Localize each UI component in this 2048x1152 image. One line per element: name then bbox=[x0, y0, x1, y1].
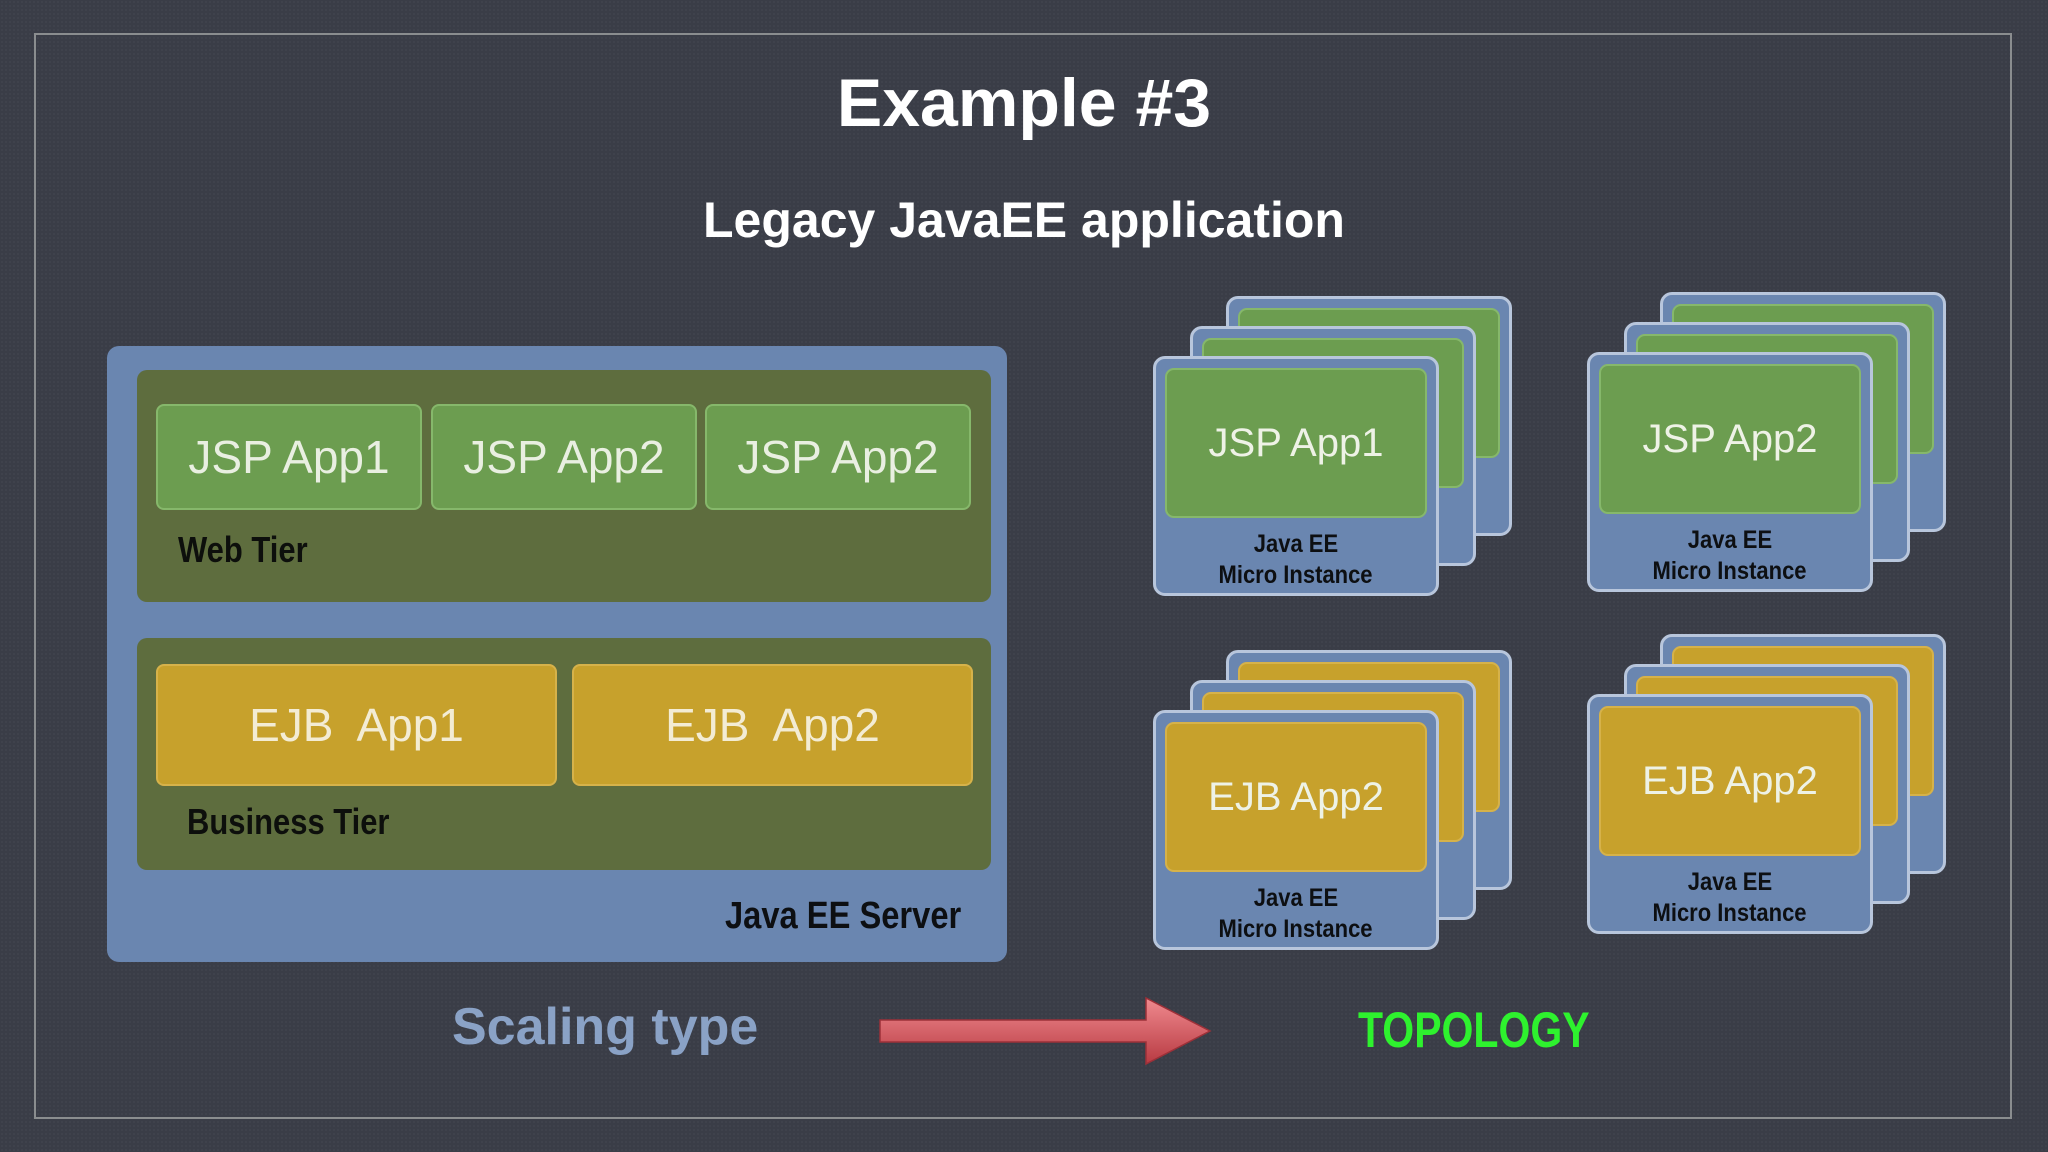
instance-type-line1: Java EE bbox=[1687, 868, 1773, 896]
instance-card-front: EJB App2 Java EE Micro Instance bbox=[1153, 710, 1439, 950]
web-app-3: JSP App2 bbox=[705, 404, 971, 510]
instance-type-label: Java EE Micro Instance bbox=[1156, 883, 1436, 945]
instance-app-box: EJB App2 bbox=[1599, 706, 1861, 856]
java-ee-server-label: Java EE Server bbox=[725, 895, 962, 937]
slide-frame bbox=[34, 33, 2012, 1119]
instance-app-label: JSP App1 bbox=[1208, 420, 1384, 465]
instance-app-box: EJB App2 bbox=[1165, 722, 1427, 872]
instance-type-line1: Java EE bbox=[1687, 526, 1773, 554]
instance-card-front: JSP App1 Java EE Micro Instance bbox=[1153, 356, 1439, 596]
instance-card-front: EJB App2 Java EE Micro Instance bbox=[1587, 694, 1873, 934]
scaling-type-label: Scaling type bbox=[452, 998, 759, 1056]
business-tier-label: Business Tier bbox=[187, 801, 390, 842]
instance-app-box: JSP App1 bbox=[1165, 368, 1427, 518]
instance-type-line1: Java EE bbox=[1253, 884, 1339, 912]
instance-app-label: EJB App2 bbox=[1642, 758, 1818, 803]
web-tier-label: Web Tier bbox=[178, 529, 308, 570]
slide-title: Example #3 bbox=[836, 65, 1212, 141]
web-app-2: JSP App2 bbox=[431, 404, 697, 510]
instance-type-line1: Java EE bbox=[1253, 530, 1339, 558]
topology-label: TOPOLOGY bbox=[1358, 1002, 1590, 1058]
instance-app-label: JSP App2 bbox=[1642, 416, 1818, 461]
instance-type-line2: Micro Instance bbox=[1652, 557, 1808, 585]
instance-type-label: Java EE Micro Instance bbox=[1156, 529, 1436, 591]
instance-app-box: JSP App2 bbox=[1599, 364, 1861, 514]
web-app-1: JSP App1 bbox=[156, 404, 422, 510]
instance-type-line2: Micro Instance bbox=[1218, 561, 1374, 589]
instance-type-label: Java EE Micro Instance bbox=[1590, 867, 1870, 929]
instance-type-label: Java EE Micro Instance bbox=[1590, 525, 1870, 587]
arrow-right-icon bbox=[879, 996, 1212, 1066]
slide-subtitle: Legacy JavaEE application bbox=[703, 192, 1345, 248]
instance-type-line2: Micro Instance bbox=[1218, 915, 1374, 943]
instance-app-label: EJB App2 bbox=[1208, 774, 1384, 819]
instance-card-front: JSP App2 Java EE Micro Instance bbox=[1587, 352, 1873, 592]
business-app-1: EJB App1 bbox=[156, 664, 557, 786]
business-app-2: EJB App2 bbox=[572, 664, 973, 786]
instance-type-line2: Micro Instance bbox=[1652, 899, 1808, 927]
